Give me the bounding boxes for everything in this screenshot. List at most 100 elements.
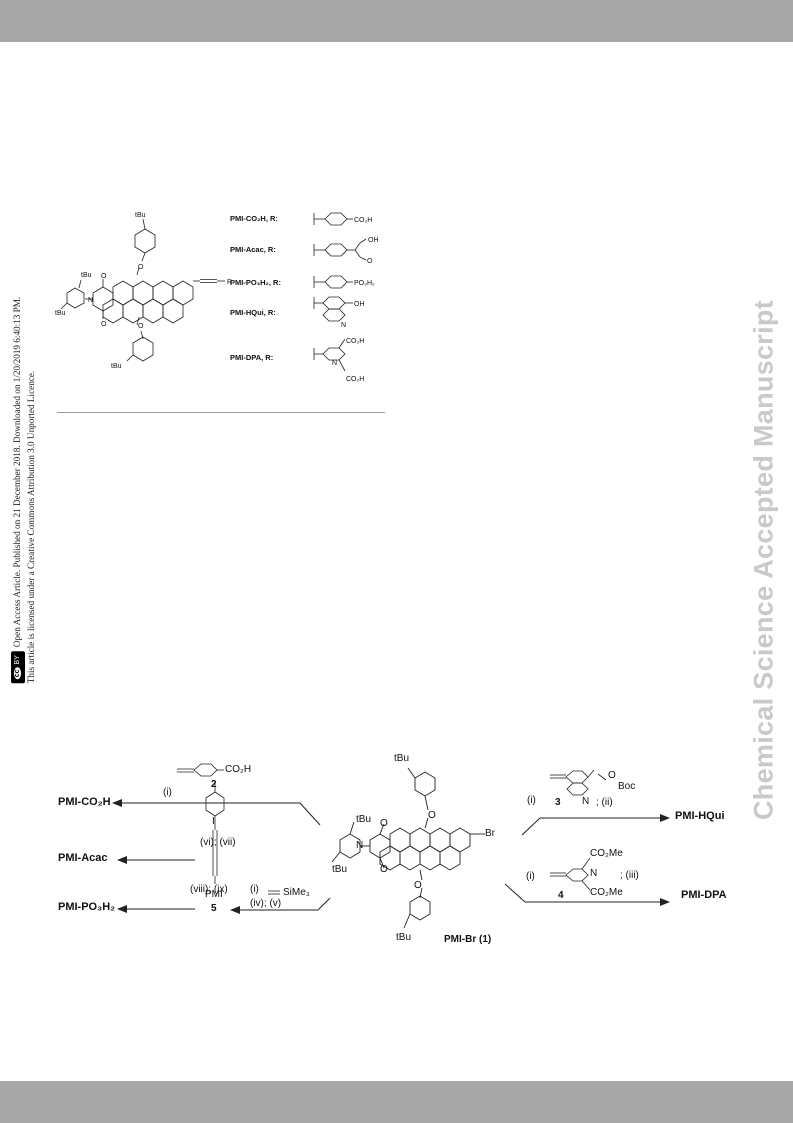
reagent-i-3: (i) xyxy=(527,795,536,806)
substituent-labels: PMI-CO₂H, R: PMI-Acac, R: PMI-PO₃H₂, R: … xyxy=(230,214,281,362)
compound-3-label: 3 xyxy=(555,797,561,808)
top-o-bond-2 xyxy=(136,266,140,276)
substituent-structures xyxy=(313,212,367,372)
top-o-bond-1 xyxy=(141,252,146,262)
compound-4-n: N xyxy=(590,868,598,879)
reagent-i-4: (i) xyxy=(526,871,535,882)
cc-label: cc xyxy=(14,667,21,680)
product-pmi-po3h2: PMI-PO₃H₂ xyxy=(58,901,116,913)
license-sidebar: cc BY Open Access Article. Published on 21… xyxy=(11,297,37,684)
synthesis-scheme xyxy=(112,763,670,929)
group-n-dpa: N xyxy=(332,360,337,367)
n-aryl-ring xyxy=(66,287,85,309)
pmibr-n: N xyxy=(356,840,364,851)
reagent-i-top: (i) xyxy=(163,787,172,798)
product-pmi-dpa: PMI-DPA xyxy=(681,889,727,901)
meta-tbu-bond xyxy=(60,302,68,310)
tbu-bottom: tBu xyxy=(111,363,122,370)
o-top: O xyxy=(138,264,144,271)
compound-2-structure xyxy=(177,763,224,777)
bottom-tbu-bond xyxy=(126,354,134,362)
bottom-band xyxy=(0,1081,793,1123)
row-label-acac: PMI-Acac, R: xyxy=(230,245,276,254)
row-label-co2h: PMI-CO₂H, R: xyxy=(230,214,278,223)
core-ring-4 xyxy=(122,298,144,324)
figure-divider xyxy=(57,412,385,413)
group-o-acac: O xyxy=(367,258,373,265)
compound-3-structure xyxy=(550,769,607,796)
core-ring-5 xyxy=(152,280,174,306)
bottom-phenyl-ring xyxy=(132,336,154,362)
compound-3-boc: Boc xyxy=(618,781,636,792)
tbu-ortho: tBu xyxy=(81,272,92,279)
reagent-i-tms: (i) xyxy=(250,884,259,895)
r-group: R xyxy=(227,279,232,286)
product-pmi-co2h: PMI-CO₂H xyxy=(58,796,111,808)
pmi-core-structure xyxy=(60,218,225,362)
product-pmi-acac: PMI-Acac xyxy=(58,852,108,864)
group-n-hqui: N xyxy=(341,322,346,329)
figure-pmi-derivatives: tBu O tBu O N O tBu O tBu R PMI-CO₂H, R:… xyxy=(55,212,379,383)
pmibr-tbu-meta: tBu xyxy=(332,864,348,875)
tbu-top: tBu xyxy=(135,212,146,219)
reagent-ii: ; (ii) xyxy=(596,797,613,808)
pmibr-label: PMI-Br (1) xyxy=(444,934,492,945)
pmibr-o-carbonyl-bottom: O xyxy=(380,864,388,875)
reagent-iii: ; (iii) xyxy=(620,870,639,881)
compound-4-label: 4 xyxy=(558,890,564,901)
tms-alkyne xyxy=(268,890,280,895)
group-oh-hqui: OH xyxy=(354,301,365,308)
row-label-po3h2: PMI-PO₃H₂, R: xyxy=(230,278,281,287)
core-ring-7 xyxy=(172,280,194,306)
reagent-viii-ix: (viii); (ix) xyxy=(190,884,228,895)
row-label-hqui: PMI-HQui, R: xyxy=(230,308,276,317)
top-tbu-bond xyxy=(142,218,146,230)
core-ring-2 xyxy=(132,280,154,306)
o-bottom: O xyxy=(138,323,144,330)
substituent-groups: CO₂H OH O PO₃H₂ OH N CO₂H N CO₂H xyxy=(332,217,379,383)
pmibr-bottom-phenyl xyxy=(409,895,431,921)
group-co2h: CO₂H xyxy=(354,217,372,224)
bottom-o-bond-1 xyxy=(136,316,140,326)
compound-2-co2h: CO₂H xyxy=(225,764,252,775)
pmibr-o-bottom: O xyxy=(414,880,422,891)
watermark: Chemical Science Accepted Manuscript xyxy=(748,300,779,820)
group-oh-acac: OH xyxy=(368,237,379,244)
arrow-tail-dpa xyxy=(504,883,526,903)
o-carbonyl-bottom: O xyxy=(101,321,107,328)
core-ring-1 xyxy=(112,280,134,306)
product-pmi-hqui: PMI-HQui xyxy=(675,810,725,822)
group-po3h2: PO₃H₂ xyxy=(354,280,375,287)
compound-3-o: O xyxy=(608,770,616,781)
arrow-tail-5 xyxy=(317,897,331,911)
license-text-2: This article is licensed under a Creativ… xyxy=(26,370,36,684)
reagent-iv-v: (iv); (v) xyxy=(250,898,282,909)
compound-5-iodo: I xyxy=(212,816,215,827)
compound-5-pmi: PMI xyxy=(205,889,223,900)
cc-by-badge[interactable]: cc BY xyxy=(11,651,25,684)
compound-4-structure xyxy=(550,857,591,891)
o-carbonyl-top: O xyxy=(101,273,107,280)
pmibr-br: Br xyxy=(485,828,495,839)
tbu-meta: tBu xyxy=(55,310,66,317)
license-text-1: Open Access Article. Published on 21 Dec… xyxy=(12,296,23,648)
row-label-dpa: PMI-DPA, R: xyxy=(230,353,273,362)
arrowheads xyxy=(112,799,670,914)
top-band xyxy=(0,0,793,42)
compound-2-label: 2 xyxy=(211,779,217,790)
group-co2h-hqui: CO₂H xyxy=(346,338,364,345)
reagent-tms: SiMe₃ xyxy=(283,887,310,898)
pmi-core-labels: tBu O tBu O N O tBu O tBu R xyxy=(55,212,232,370)
pmibr-tbu-top: tBu xyxy=(394,753,410,764)
compound-3-n: N xyxy=(582,796,590,807)
pmibr-tbu-ortho: tBu xyxy=(356,814,372,825)
pmibr-tbu-bottom: tBu xyxy=(396,932,412,943)
arrow-tail-co2h xyxy=(299,802,321,826)
compound-5-structure xyxy=(205,782,225,884)
arrow-tail-hqui xyxy=(521,817,541,836)
core-ring-8 xyxy=(162,298,184,324)
scheme-arrows xyxy=(120,802,662,911)
pmibr-o-carbonyl-top: O xyxy=(380,818,388,829)
license-line-1: cc BY Open Access Article. Published on 21… xyxy=(11,297,25,684)
by-label: BY xyxy=(14,655,21,665)
